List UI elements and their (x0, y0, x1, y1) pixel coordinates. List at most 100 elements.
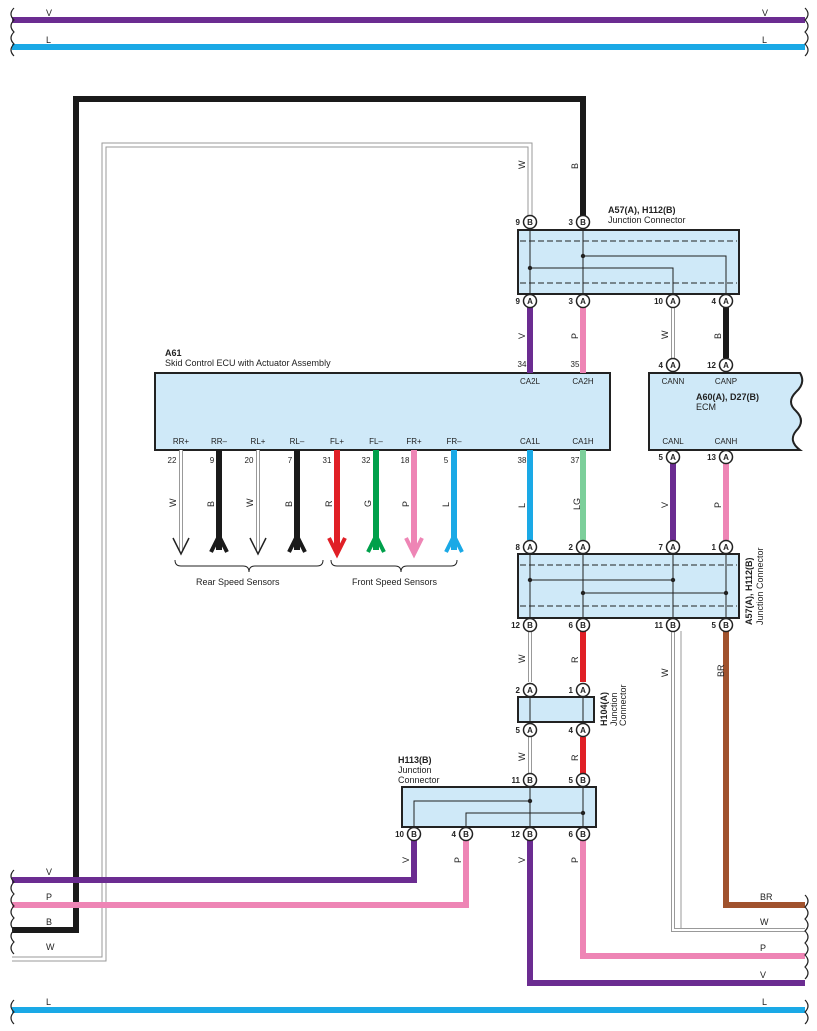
svg-text:B: B (723, 621, 729, 630)
ecu-pin-34: 34 (518, 360, 527, 369)
sensor-wire-label-5: G (363, 500, 373, 507)
svg-text:5: 5 (569, 776, 574, 785)
h113-v2-label: V (517, 857, 527, 863)
right-br-label: BR (760, 892, 773, 902)
break-mark-bottom-left (10, 869, 15, 955)
h113-v1-label: V (401, 857, 411, 863)
br-wire-right (723, 631, 805, 908)
canh-wire-label: P (713, 502, 723, 508)
top-v-label-left: V (46, 8, 52, 18)
sensor-wire-label-7: L (441, 502, 451, 507)
jc-mid-pin-7a: A7 (659, 539, 681, 555)
ecu-term-flp: FL+ (330, 437, 344, 446)
mid-br-label: BR (716, 664, 726, 677)
jc-top-body (517, 229, 740, 295)
ecu-term-ca2h: CA2H (572, 377, 594, 386)
rear-speed-sensors-label: Rear Speed Sensors (196, 577, 280, 587)
jc-mid-pin-8a: A8 (516, 539, 538, 555)
svg-text:B: B (580, 621, 586, 630)
svg-text:B: B (580, 776, 586, 785)
svg-text:4: 4 (712, 297, 717, 306)
ecu-term-frm: FR– (446, 437, 462, 446)
sensor-wire-4: R (324, 450, 347, 559)
svg-text:A: A (527, 543, 533, 552)
svg-text:11: 11 (512, 776, 521, 785)
sensor-wire-label-3: B (284, 501, 294, 507)
jc-mid-pin-1a: A1 (712, 539, 734, 555)
right-w-label: W (760, 917, 769, 927)
ecu-term-ca1l: CA1L (520, 437, 541, 446)
jc-top-pin-3a: A3 (569, 293, 591, 309)
svg-text:11: 11 (655, 621, 664, 630)
h113-pin-6b: B6 (569, 826, 591, 842)
svg-text:A: A (670, 453, 676, 462)
svg-text:A: A (580, 726, 586, 735)
bottom-w-label: W (46, 942, 55, 952)
svg-text:1: 1 (569, 686, 574, 695)
svg-text:10: 10 (395, 830, 404, 839)
w-loop-wire (12, 143, 532, 961)
svg-text:1: 1 (712, 543, 717, 552)
b-top-wire-label: B (570, 163, 580, 169)
junction-connector-mid: A57(A), H112(B) Junction Connector (517, 547, 765, 625)
ecu-pin-5: 5 (444, 456, 449, 465)
sensor-wire-1: B (206, 450, 229, 553)
bottom-l-label-left: L (46, 997, 51, 1007)
svg-text:2: 2 (516, 686, 521, 695)
junction-connector-top: A57(A), H112(B) Junction Connector (517, 205, 740, 295)
top-v-label-right: V (762, 8, 768, 18)
ecm-term-canp: CANP (715, 377, 737, 386)
ecu-term-flm: FL– (369, 437, 383, 446)
h113-pin-5b: B5 (569, 772, 591, 788)
ecu-pin-9: 9 (210, 456, 215, 465)
jc-mid-pin-11b: B11 (655, 617, 681, 633)
svg-text:A: A (527, 726, 533, 735)
break-mark-top-right (804, 7, 809, 57)
svg-text:A: A (670, 543, 676, 552)
svg-text:12: 12 (511, 830, 520, 839)
h113-body (401, 786, 597, 828)
sensor-wire-3: B (284, 450, 307, 553)
break-mark-bottom-right (804, 894, 809, 980)
jc-mid-body (517, 553, 740, 619)
ecu-pin-35: 35 (571, 360, 580, 369)
h104-pin-1a: A1 (569, 682, 591, 698)
sensor-wire-6: P (401, 450, 424, 559)
jc-top-pin-4a: A4 (712, 293, 734, 309)
junction-connector-h113: H113(B) Junction Connector (398, 755, 597, 828)
h113-name-2: Connector (398, 775, 440, 785)
svg-text:B: B (527, 218, 533, 227)
jc-top-pin-9a: A9 (516, 293, 538, 309)
ecu-pin-20: 20 (245, 456, 254, 465)
jc-mid-pin-12b: B12 (511, 617, 538, 633)
ecu-pin-32: 32 (362, 456, 371, 465)
ecu-pin-37: 37 (571, 456, 580, 465)
sensor-wire-label-4: R (324, 500, 334, 507)
h113-pin-11b: B 11 (512, 772, 538, 788)
mid-w2-label: W (660, 668, 670, 677)
svg-text:5: 5 (659, 453, 664, 462)
ecm-pin-5a: A5 (659, 449, 681, 465)
b-canp-label: B (713, 333, 723, 339)
sensor-wire-label-2: W (245, 498, 255, 507)
sensor-wire-label-6: P (401, 501, 411, 507)
h113-id: H113(B) (398, 755, 432, 765)
svg-text:B: B (527, 621, 533, 630)
sensor-wire-5: G (363, 450, 386, 553)
ecm-term-canh: CANH (715, 437, 738, 446)
h104-pin-4a: A4 (569, 722, 591, 738)
top-l-label-left: L (46, 35, 51, 45)
ecu-term-rlm: RL– (290, 437, 305, 446)
bottom-p-label: P (46, 892, 52, 902)
p-wire-h113-left (12, 840, 469, 908)
svg-text:6: 6 (569, 621, 574, 630)
svg-text:13: 13 (707, 453, 716, 462)
svg-text:A: A (723, 543, 729, 552)
svg-text:2: 2 (569, 543, 574, 552)
ecm-body (648, 372, 804, 451)
svg-text:B: B (527, 776, 533, 785)
svg-text:A: A (670, 361, 676, 370)
